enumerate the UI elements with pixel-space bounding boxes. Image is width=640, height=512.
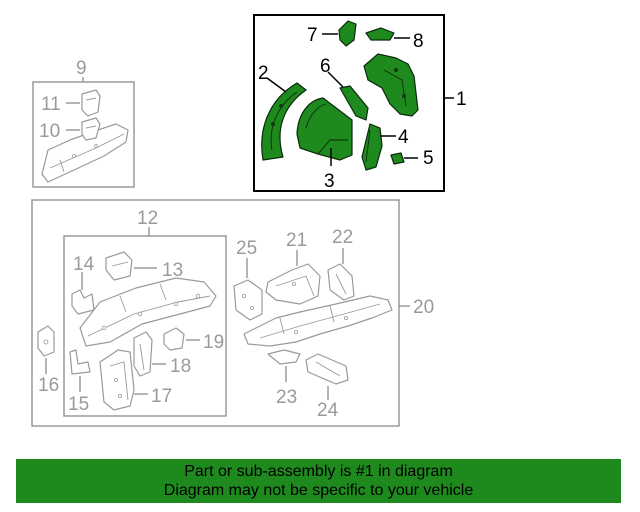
callout-19: 19 [203,332,224,353]
part-22-bracket[interactable] [327,263,355,301]
part-5-clip[interactable] [390,152,405,165]
callout-17: 17 [151,386,172,407]
group-1-box [253,14,445,192]
callout-14: 14 [73,254,95,275]
callout-22: 22 [332,227,353,248]
callout-23: 23 [276,387,297,408]
callout-12: 12 [137,208,158,229]
part-7-bracket[interactable] [338,20,357,47]
part-19-clip[interactable] [163,327,185,351]
part-17-extension[interactable] [99,349,135,411]
leader-2 [266,77,287,93]
callout-6: 6 [320,56,331,77]
callout-13: 13 [162,260,183,281]
callout-10: 10 [39,121,60,142]
callout-8: 8 [413,31,424,52]
parts-diagram: 1 2 3 4 5 [31,14,467,427]
part-shock-tower-panel[interactable] [363,53,419,117]
part-2-wheelhouse-outer[interactable] [261,82,307,161]
callout-5: 5 [423,148,434,169]
part-18-bracket[interactable] [133,331,153,377]
part-24-bracket[interactable] [305,353,349,385]
group-1-assembly: 1 2 3 4 5 [253,14,467,192]
part-21-bracket[interactable] [265,263,321,305]
callout-20: 20 [413,297,434,318]
callout-7: 7 [307,25,318,46]
callout-24: 24 [317,400,339,421]
callout-11: 11 [41,94,61,115]
callout-21: 21 [286,230,307,251]
group-20-box [31,199,400,427]
part-15-bracket[interactable] [69,349,91,375]
part-3-wheelhouse-inner[interactable] [296,97,353,161]
part-9-apron[interactable] [41,123,129,183]
part-11-bracket[interactable] [81,89,101,117]
part-4-bracket[interactable] [361,123,383,171]
part-8-plate[interactable] [365,27,395,41]
part-6-brace[interactable] [339,85,369,121]
leader-6 [327,71,344,88]
part-16-bracket[interactable] [37,325,55,357]
callout-4: 4 [398,127,409,148]
part-12-side-member[interactable] [79,277,217,347]
part-14-bracket[interactable] [71,289,95,315]
part-10-bracket[interactable] [81,117,101,141]
callout-25: 25 [236,238,257,259]
callout-18: 18 [170,356,191,377]
part-25-bracket[interactable] [233,279,263,321]
callout-3: 3 [324,171,335,192]
callout-1: 1 [456,89,467,110]
part-13-bracket[interactable] [105,251,133,281]
banner-line-1: Part or sub-assembly is #1 in diagram [184,463,453,480]
callout-2: 2 [258,63,269,84]
callout-9: 9 [76,58,87,79]
part-23-plate[interactable] [267,349,301,365]
part-20-frame-rail[interactable] [243,295,393,347]
group-9-assembly: 9 11 10 [32,58,135,188]
group-12-box [63,235,227,417]
info-banner: Part or sub-assembly is #1 in diagram Di… [16,459,621,503]
callout-15: 15 [68,394,89,415]
banner-line-2: Diagram may not be specific to your vehi… [163,482,474,499]
callout-16: 16 [38,375,59,396]
group-9-box [32,81,135,188]
